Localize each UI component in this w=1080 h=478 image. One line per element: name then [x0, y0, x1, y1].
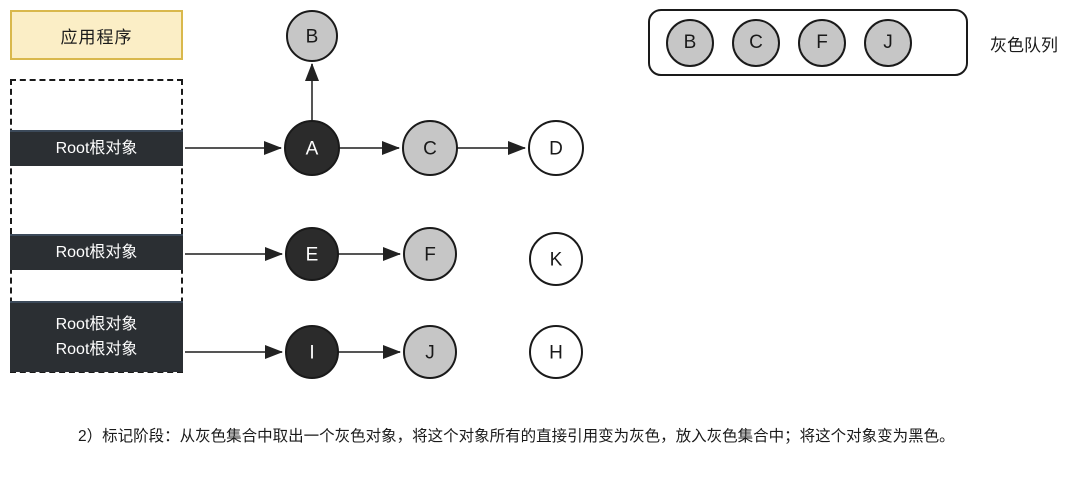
graph-node-circle-A — [284, 120, 340, 176]
graph-node-layer: B A C D E F K I J H — [284, 10, 584, 379]
graph-node-B: B — [286, 10, 338, 62]
root-object-label: Root根对象 — [55, 139, 138, 157]
graph-node-circle-E — [285, 227, 339, 281]
application-program-box: 应用程序 — [10, 10, 183, 60]
graph-node-circle-F — [403, 227, 457, 281]
gray-queue-node-J: J — [864, 18, 912, 67]
graph-node-label-B: B — [306, 27, 319, 48]
graph-edge-layer — [185, 63, 526, 359]
graph-node-label-C: C — [423, 139, 437, 160]
graph-node-label-K: K — [550, 250, 563, 271]
graph-node-label-D: D — [549, 139, 563, 160]
graph-node-F: F — [403, 227, 457, 281]
graph-node-E: E — [285, 227, 339, 281]
graph-node-label-H: H — [549, 343, 563, 364]
graph-node-J: J — [403, 325, 457, 379]
graph-node-label-F: F — [424, 245, 436, 266]
graph-node-label-J: J — [425, 343, 435, 364]
root-object-label: Root根对象 — [55, 340, 138, 358]
gray-queue-node-B: B — [666, 18, 714, 67]
graph-node-I: I — [285, 325, 339, 379]
graph-node-circle-I — [285, 325, 339, 379]
graph-node-label-E: E — [306, 245, 319, 266]
graph-node-C: C — [402, 120, 458, 176]
gray-queue-label: 灰色队列 — [990, 36, 1058, 55]
graph-node-circle-H — [529, 325, 583, 379]
graph-node-circle-D — [528, 120, 584, 176]
root-object-bar: Root根对象 — [10, 234, 183, 270]
graph-node-D: D — [528, 120, 584, 176]
graph-node-A: A — [284, 120, 340, 176]
graph-node-circle-K — [529, 232, 583, 286]
figure-caption: 2）标记阶段：从灰色集合中取出一个灰色对象，将这个对象所有的直接引用变为灰色，放… — [78, 428, 955, 445]
root-object-bar: Root根对象 — [10, 130, 183, 166]
graph-node-circle-C — [402, 120, 458, 176]
root-set-container — [10, 79, 183, 373]
gray-queue-node-F: F — [798, 18, 846, 67]
graph-node-circle-B — [286, 10, 338, 62]
application-program-label: 应用程序 — [60, 27, 133, 47]
gray-queue-node-C: C — [732, 18, 780, 67]
graph-node-K: K — [529, 232, 583, 286]
root-object-label: Root根对象 — [55, 315, 138, 333]
graph-node-label-A: A — [306, 139, 319, 160]
root-object-bar: Root根对象 Root根对象 — [10, 301, 183, 372]
graph-node-H: H — [529, 325, 583, 379]
graph-node-label-I: I — [309, 343, 314, 364]
object-reference-graph: B A C D E F K I J H — [185, 10, 584, 379]
graph-node-circle-J — [403, 325, 457, 379]
root-object-label: Root根对象 — [55, 243, 138, 261]
